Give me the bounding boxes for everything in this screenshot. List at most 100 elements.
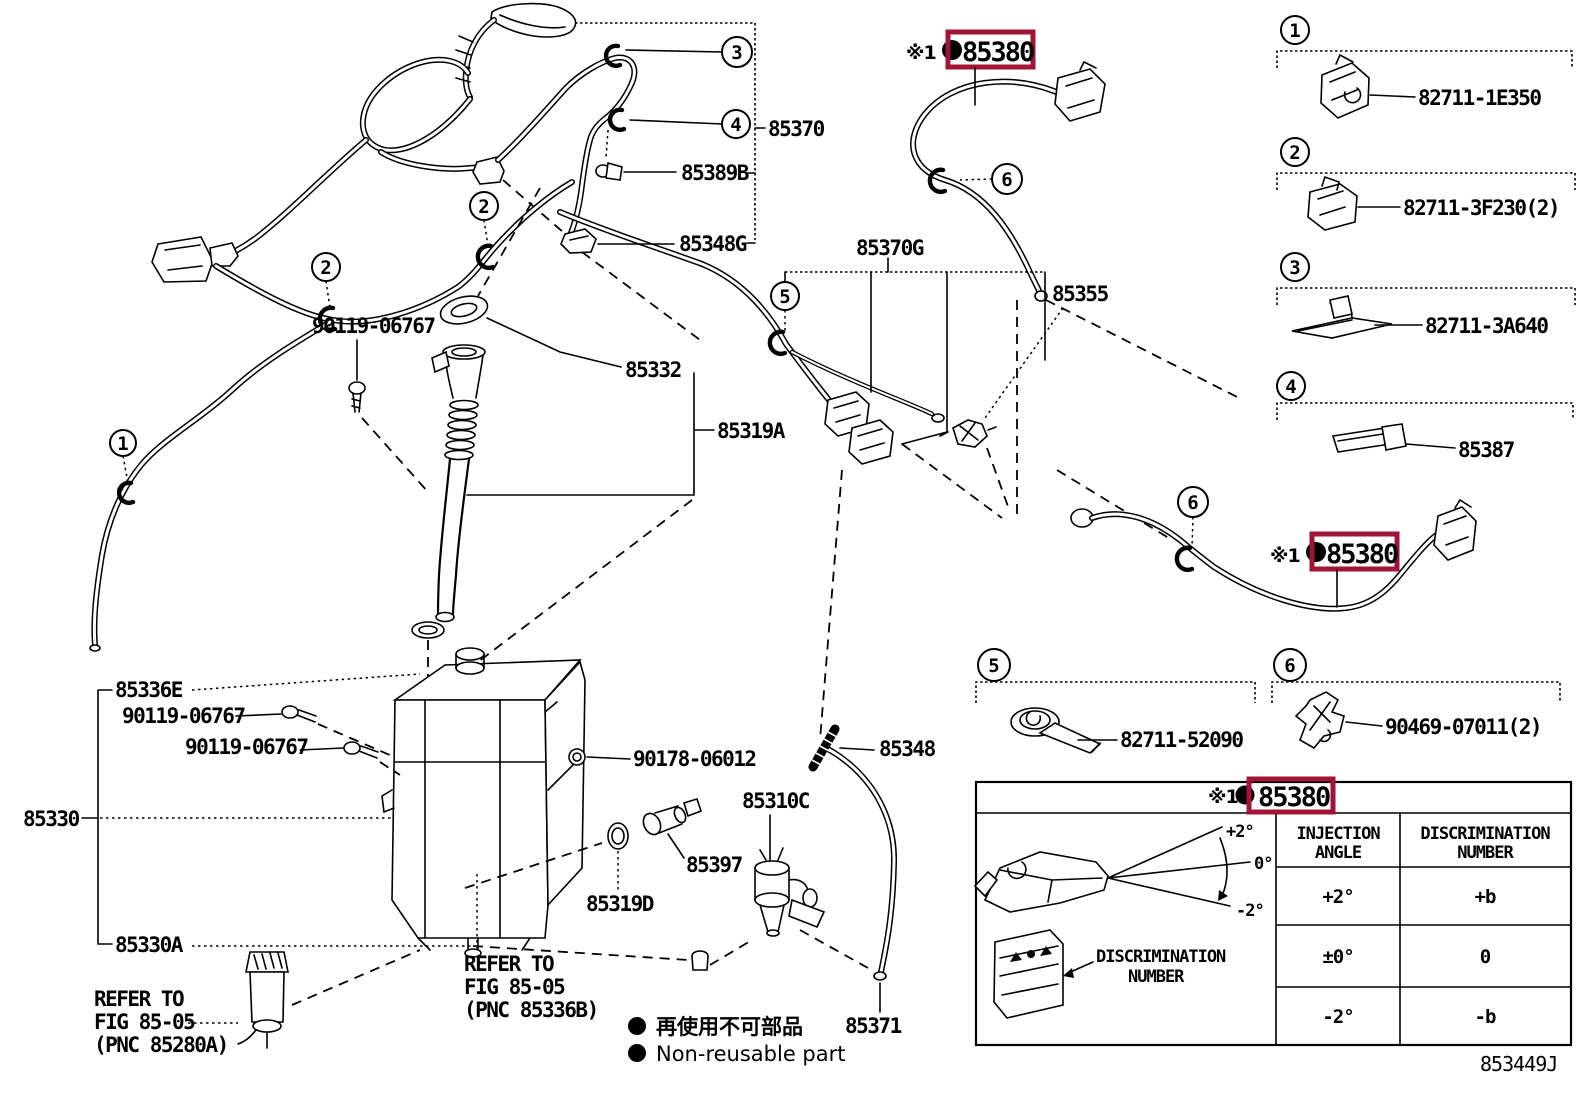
legend-bullet-icon (628, 1044, 646, 1062)
legend-jp: 再使用不可部品 (656, 1015, 803, 1039)
part-85355-art (939, 419, 997, 448)
svg-text:3: 3 (731, 42, 742, 64)
svg-text:(PNC 85280A): (PNC 85280A) (94, 1033, 228, 1057)
label-85348G: 85348G (679, 232, 747, 256)
hose-clip (767, 329, 788, 356)
filler-neck-art (348, 295, 715, 678)
svg-text:2: 2 (478, 196, 489, 218)
left-washer-hose-art (89, 319, 333, 652)
svg-text:6: 6 (1284, 655, 1295, 677)
svg-text:REFER TO: REFER TO (464, 952, 554, 976)
label-85330: 85330 (23, 807, 80, 831)
washer-tank-art (81, 647, 753, 971)
washer-hose-harness-art (151, 2, 638, 332)
svg-text:1: 1 (1289, 20, 1300, 42)
svg-text:6: 6 (1187, 492, 1198, 514)
label-85319D: 85319D (586, 892, 654, 916)
middle-washer-hose-art (477, 187, 1244, 541)
cell-angle-3: -2° (1322, 1006, 1353, 1028)
label-85371: 85371 (845, 1014, 902, 1038)
part-85348G-art (560, 228, 597, 254)
nut-90178-art (568, 748, 586, 766)
fan-minus2: -2° (1236, 901, 1264, 921)
callout-4: 4 (721, 109, 751, 139)
ref-mark: ※1 (906, 42, 936, 64)
svg-text:5: 5 (779, 286, 790, 308)
callout-2a: 2 (311, 252, 341, 282)
svg-text:1: 1 (117, 433, 128, 455)
callout-5: 5 (770, 281, 800, 311)
reference-brackets (122, 22, 1194, 549)
bullet-icon (1306, 542, 1326, 562)
svg-text:FIG 85-05: FIG 85-05 (94, 1010, 195, 1034)
highlight-85380-right: ※1 85380 (1270, 531, 1400, 608)
svg-text:REFER TO: REFER TO (94, 987, 184, 1011)
label-85310C: 85310C (742, 789, 810, 813)
label-85389B: 85389B (681, 161, 749, 185)
highlight-box (1246, 776, 1336, 815)
ref-mark: ※1 (1270, 545, 1300, 567)
legend-bullet-icon (628, 1017, 646, 1035)
discrimination-connector-art: DISCRIMINATION NUMBER (993, 929, 1227, 1019)
disc-label-1: DISCRIMINATION (1096, 947, 1226, 967)
hose-85380-right-art (1070, 498, 1477, 612)
label-82711-3F230: 82711-3F230(2) (1403, 196, 1559, 220)
label-85380-table: 85380 (1258, 782, 1330, 813)
hose-85371-art (808, 469, 898, 1013)
label-85370: 85370 (768, 117, 825, 141)
callout-1: 1 (109, 429, 137, 457)
ref-mark: ※1 (1208, 786, 1238, 808)
cell-angle-2: ±0° (1322, 946, 1353, 968)
pump-85310C-art (754, 814, 869, 969)
label-85330A: 85330A (115, 933, 184, 957)
nozzle-angle-art: +2° 0° -2° (973, 822, 1273, 921)
fan-zero: 0° (1254, 854, 1272, 874)
grommet-85319D-art (607, 822, 629, 893)
label-85355: 85355 (1052, 282, 1109, 306)
hose-clip (607, 107, 627, 132)
legend-en: Non-reusable part (656, 1042, 845, 1066)
hose-clip (317, 305, 338, 332)
screw-90119-art-3 (343, 741, 379, 759)
label-85380-right: 85380 (1326, 539, 1398, 570)
hose-clip (116, 480, 136, 505)
cell-number-3: -b (1475, 1006, 1496, 1028)
hose-85380-top-art (910, 60, 1106, 302)
callout-circles-main: 1 2 2 3 4 5 6 6 (109, 36, 1209, 518)
refer-note-85336B: REFER TO FIG 85-05 (PNC 85336B) (464, 952, 599, 1022)
part-labels-main: 85370 85389B 85348G 85370G 85355 90119-0… (23, 117, 1110, 1057)
svg-text:5: 5 (988, 655, 999, 677)
col-injection-angle: INJECTION (1296, 824, 1380, 844)
col-discrimination-number: DISCRIMINATION (1420, 824, 1550, 844)
bullet-icon (1235, 785, 1255, 805)
injection-angle-table: ※1 85380 INJECTION ANGLE DISCRIMINATION … (973, 776, 1573, 1047)
svg-text:FIG 85-05: FIG 85-05 (464, 975, 565, 999)
section-2: 2 82711-3F230(2) (1276, 137, 1576, 231)
svg-text:4: 4 (730, 114, 741, 136)
legend-non-reusable: 再使用不可部品 Non-reusable part (628, 1015, 845, 1066)
callout-2b: 2 (469, 191, 499, 221)
label-85380-top: 85380 (962, 37, 1034, 68)
callout-3: 3 (721, 36, 753, 68)
svg-text:4: 4 (1285, 376, 1296, 398)
highlight-box (1309, 531, 1400, 572)
bulb-85397-art (642, 798, 703, 859)
screw-90119-art-2 (281, 705, 317, 723)
section-4: 4 85387 (1276, 371, 1574, 462)
label-90119-b: 90119-06767 (122, 704, 245, 728)
cell-number-2: 0 (1480, 946, 1491, 968)
callout-6b: 6 (1177, 486, 1209, 518)
fan-plus2: +2° (1226, 822, 1254, 842)
label-82711-1E350: 82711-1E350 (1418, 86, 1541, 110)
hose-clip (475, 243, 496, 270)
section-6: 6 90469-07011(2) (1271, 648, 1561, 750)
label-85348: 85348 (879, 737, 936, 761)
svg-text:NUMBER: NUMBER (1457, 843, 1514, 863)
highlight-85380-top: ※1 85380 (906, 29, 1036, 106)
section-3: 3 82711-3A640 (1276, 252, 1576, 339)
cell-number-1: +b (1475, 886, 1496, 908)
label-82711-52090: 82711-52090 (1120, 728, 1243, 752)
svg-text:(PNC 85336B): (PNC 85336B) (464, 998, 598, 1022)
label-85336E: 85336E (115, 678, 183, 702)
label-90119-c: 90119-06767 (185, 735, 308, 759)
